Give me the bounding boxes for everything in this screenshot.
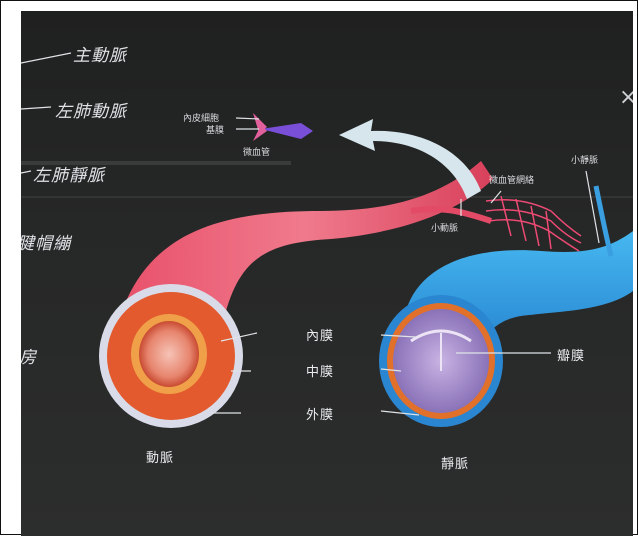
label-venule: 小靜脈 <box>571 153 598 166</box>
label-vein: 靜脈 <box>441 453 469 472</box>
label-intima: 內膜 <box>306 325 334 344</box>
label-basement-membrane: 基膜 <box>206 123 224 136</box>
capillary-icon <box>253 113 313 141</box>
label-media: 中膜 <box>306 361 334 380</box>
label-valve: 瓣膜 <box>557 345 585 364</box>
vessel-illustration <box>21 11 633 536</box>
projected-screen: 主動脈 左肺動脈 左肺靜脈 腱帽繃 房 內皮細胞 基膜 微血管 微血管網絡 小靜… <box>21 11 633 536</box>
close-icon[interactable]: × <box>619 85 633 110</box>
label-capillary: 微血管 <box>243 145 270 158</box>
wall-line <box>21 196 633 198</box>
label-left-pulmonary-artery: 左肺動脈 <box>55 97 127 122</box>
artery-lumen <box>139 321 199 387</box>
label-arteriole: 小動脈 <box>431 221 458 234</box>
label-chordae: 腱帽繃 <box>21 229 71 254</box>
label-artery: 動脈 <box>146 447 174 466</box>
label-atrium: 房 <box>21 343 37 368</box>
label-adventitia: 外膜 <box>306 404 334 423</box>
label-capillary-network: 微血管網絡 <box>489 173 534 186</box>
capillary-network-mesh <box>486 196 581 251</box>
label-left-pulmonary-vein: 左肺靜脈 <box>33 161 105 186</box>
label-aorta: 主動脈 <box>73 41 127 66</box>
